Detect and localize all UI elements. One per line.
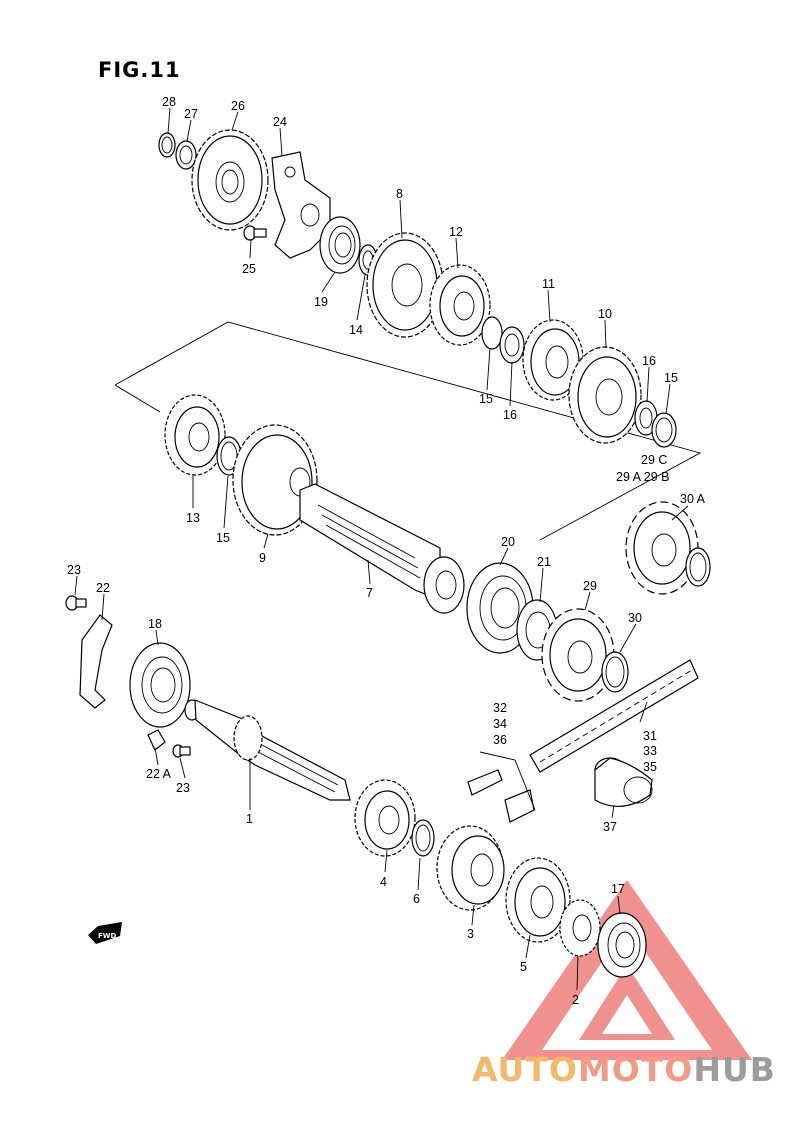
callout-22a: 22 A (146, 767, 172, 781)
circlip-28 (158, 132, 176, 158)
drive-chain-31 (529, 659, 699, 773)
fwd-arrow-icon: FWD (88, 922, 122, 944)
callout-16-right: 16 (642, 354, 656, 368)
bolt-23 (65, 595, 87, 611)
callout-30: 30 (628, 611, 642, 625)
callout-labels: 28 27 26 24 25 8 19 14 12 11 10 16 15 15… (67, 95, 706, 1007)
group-frame (114, 321, 702, 541)
callout-6: 6 (413, 892, 420, 906)
gear-12 (429, 264, 491, 346)
callout-13: 13 (186, 511, 200, 525)
callout-11: 11 (542, 277, 555, 291)
callout-21: 21 (537, 555, 551, 569)
circlip-15-upper (481, 316, 503, 350)
callout-10: 10 (598, 307, 612, 321)
countershaft-7 (299, 483, 465, 614)
callout-27: 27 (184, 107, 198, 121)
plate-24 (271, 151, 331, 259)
callout-12: 12 (449, 225, 463, 239)
figure-title: FIG.11 (98, 58, 181, 82)
callout-7: 7 (366, 586, 373, 600)
gear-9 (232, 424, 318, 536)
callout-2: 2 (572, 993, 579, 1007)
gear-26 (191, 129, 269, 231)
sprocket-29-variant (625, 501, 699, 595)
gear-5 (505, 857, 571, 943)
callout-31: 31 (643, 729, 657, 743)
callout-3: 3 (467, 927, 474, 941)
callout-22: 22 (96, 581, 110, 595)
circlip-6 (411, 819, 435, 857)
callout-20: 20 (501, 535, 515, 549)
washer-27 (175, 140, 197, 170)
callout-28: 28 (162, 95, 176, 109)
callout-29: 29 (583, 579, 597, 593)
callout-5: 5 (520, 960, 527, 974)
callout-30a: 30 A (680, 492, 706, 506)
callout-25: 25 (242, 262, 256, 276)
callout-9: 9 (259, 551, 266, 565)
callout-18: 18 (148, 617, 162, 631)
callout-23-lower: 23 (176, 781, 190, 795)
watermark-moto: MOTO (577, 1050, 694, 1089)
bearing-19 (319, 216, 361, 274)
callout-29ab: 29 A 29 B (616, 470, 670, 484)
gear-2 (559, 899, 601, 957)
watermark-logo: AUTOMOTOHUB (472, 1050, 776, 1089)
circlip-30 (601, 651, 629, 693)
callout-15-right: 15 (664, 371, 678, 385)
callout-15-upper: 15 (479, 392, 493, 406)
callout-37: 37 (603, 820, 617, 834)
callout-14: 14 (349, 323, 363, 337)
callout-36: 36 (493, 733, 507, 747)
watermark-hub: HUB (693, 1050, 776, 1089)
callout-24: 24 (273, 115, 287, 129)
callout-1: 1 (246, 812, 253, 826)
plate-22a (147, 729, 166, 751)
bearing-17 (597, 912, 647, 978)
circlip-30-variant (685, 547, 711, 587)
washer-16-upper (499, 326, 525, 364)
bolt-23-lower (172, 744, 191, 758)
plate-22 (79, 614, 113, 709)
callout-35: 35 (643, 760, 657, 774)
leader-lines (74, 107, 689, 991)
gear-13 (164, 394, 226, 476)
callout-33: 33 (643, 744, 657, 758)
bolt-25 (243, 225, 267, 241)
callout-17: 17 (611, 882, 625, 896)
callout-26: 26 (231, 99, 245, 113)
sprocket-29 (541, 608, 615, 702)
callout-19: 19 (314, 295, 328, 309)
callout-29c: 29 C (641, 453, 667, 467)
callout-32: 32 (493, 701, 507, 715)
callout-8: 8 (396, 187, 403, 201)
callout-23-top: 23 (67, 563, 81, 577)
gear-4 (354, 779, 416, 857)
collar-37 (594, 757, 653, 807)
chain-joint-32 (467, 751, 536, 823)
bearing-18 (129, 642, 191, 728)
callout-15-mid: 15 (216, 531, 230, 545)
gear-8 (366, 232, 444, 338)
watermark-auto: AUTO (472, 1050, 578, 1089)
callout-4: 4 (380, 875, 387, 889)
gear-10 (568, 346, 642, 444)
callout-16-upper: 16 (503, 408, 517, 422)
callout-34: 34 (493, 717, 507, 731)
fwd-label: FWD (98, 932, 117, 940)
gear-3 (436, 825, 505, 911)
main-shaft-1 (184, 699, 351, 801)
circlip-15-right (651, 412, 677, 448)
